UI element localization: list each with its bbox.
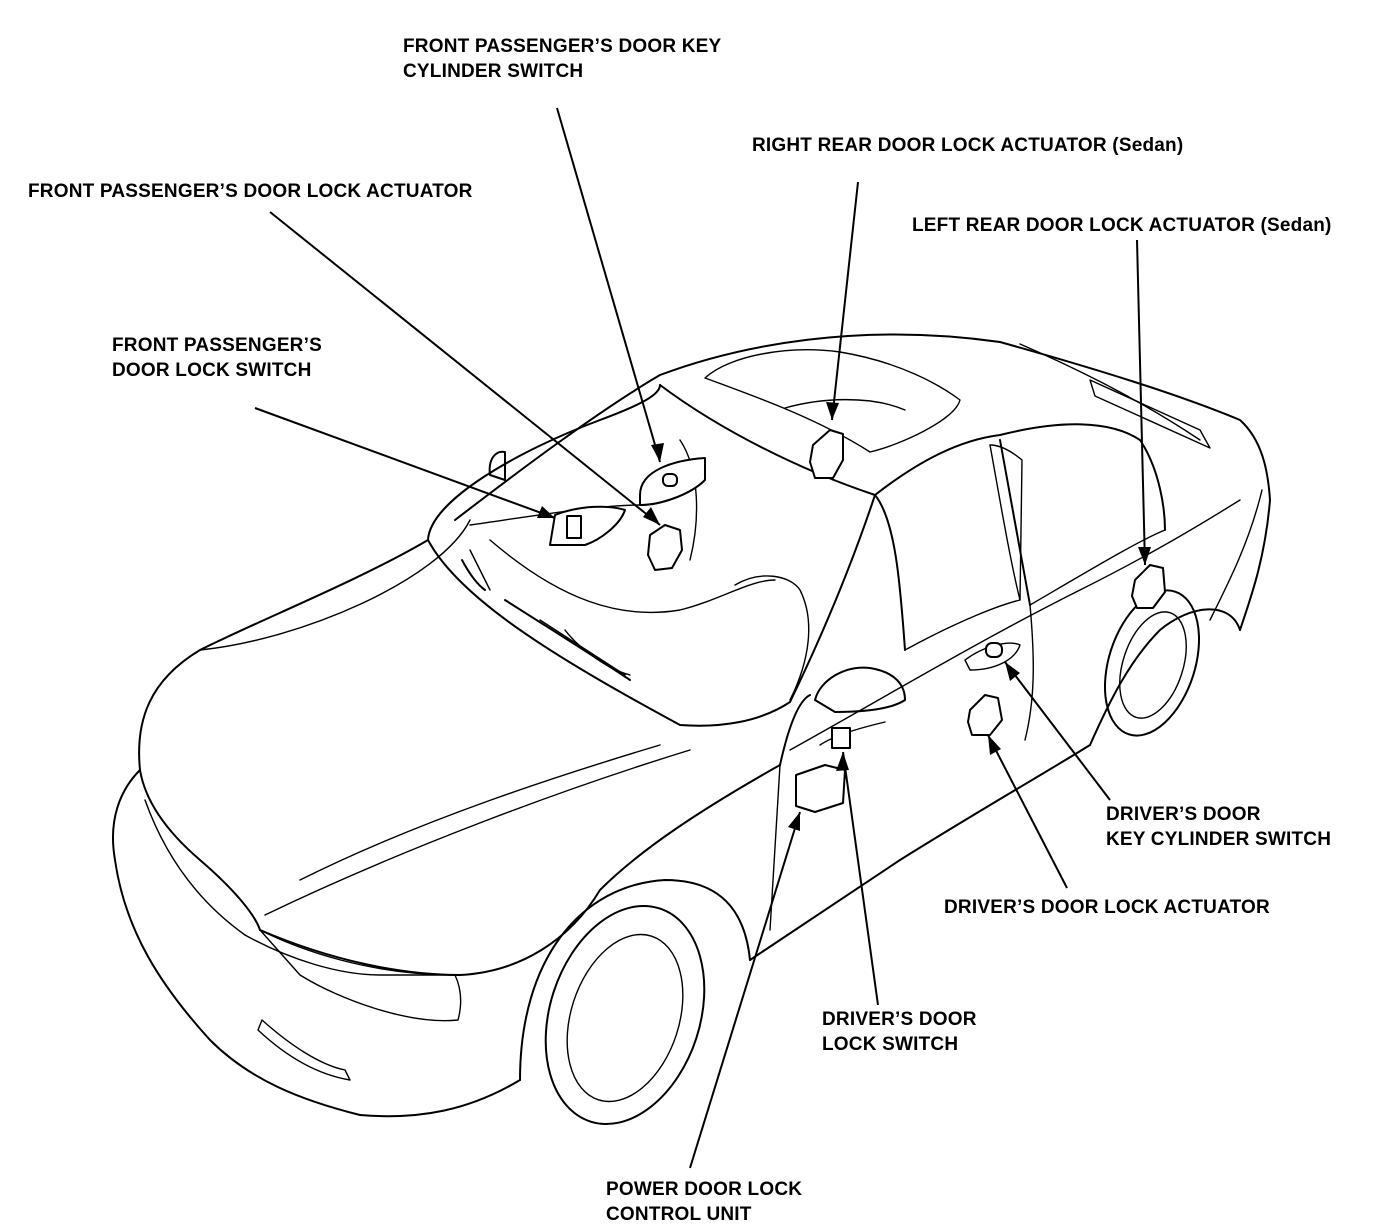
label-line: FRONT PASSENGER’S: [112, 335, 322, 356]
driver-actuator-part: [967, 694, 1003, 736]
passenger-actuator-part: [647, 524, 683, 571]
left-rear-actuator-part: [1131, 564, 1166, 609]
label-front-passenger-door-lock-actuator: FRONT PASSENGER’S DOOR LOCK ACTUATOR: [28, 179, 473, 204]
label-line: CYLINDER SWITCH: [403, 61, 584, 82]
passenger-key-cylinder-knob: [662, 473, 678, 487]
label-driver-door-lock-switch: DRIVER’S DOOR LOCK SWITCH: [822, 1007, 977, 1057]
driver-key-cylinder-knob: [985, 642, 1003, 658]
leader-lines: [254, 107, 1151, 1169]
label-right-rear-door-lock-actuator: RIGHT REAR DOOR LOCK ACTUATOR (Sedan): [752, 133, 1183, 158]
passenger-lock-switch-button: [566, 515, 582, 539]
passenger-lock-switch-part: [549, 505, 626, 546]
label-front-passenger-key-cylinder-switch: FRONT PASSENGER’S DOOR KEY CYLINDER SWIT…: [403, 34, 721, 84]
label-line: FRONT PASSENGER’S DOOR KEY: [403, 36, 722, 57]
label-line: LOCK SWITCH: [822, 1034, 959, 1055]
control-unit-part: [795, 764, 846, 813]
label-line: DRIVER’S DOOR: [822, 1009, 977, 1030]
label-line: DRIVER’S DOOR LOCK ACTUATOR: [944, 897, 1270, 918]
label-line: FRONT PASSENGER’S DOOR LOCK ACTUATOR: [28, 181, 473, 202]
component-parts: [549, 429, 1166, 813]
label-driver-door-lock-actuator: DRIVER’S DOOR LOCK ACTUATOR: [944, 895, 1270, 920]
label-line: POWER DOOR LOCK: [606, 1179, 803, 1200]
label-power-door-lock-control-unit: POWER DOOR LOCK CONTROL UNIT: [606, 1177, 802, 1227]
label-front-passenger-door-lock-switch: FRONT PASSENGER’S DOOR LOCK SWITCH: [112, 333, 322, 383]
label-line: DOOR LOCK SWITCH: [112, 360, 312, 381]
label-line: DRIVER’S DOOR: [1106, 804, 1261, 825]
label-line: RIGHT REAR DOOR LOCK ACTUATOR (Sedan): [752, 135, 1184, 156]
right-rear-actuator-part: [809, 429, 844, 479]
label-line: LEFT REAR DOOR LOCK ACTUATOR (Sedan): [912, 215, 1332, 236]
label-driver-door-key-cylinder-switch: DRIVER’S DOOR KEY CYLINDER SWITCH: [1106, 802, 1331, 852]
car-outline: [112, 333, 1271, 1126]
label-left-rear-door-lock-actuator: LEFT REAR DOOR LOCK ACTUATOR (Sedan): [912, 213, 1332, 238]
label-line: CONTROL UNIT: [606, 1204, 752, 1225]
label-line: KEY CYLINDER SWITCH: [1106, 829, 1332, 850]
driver-lock-switch-part: [831, 727, 851, 749]
